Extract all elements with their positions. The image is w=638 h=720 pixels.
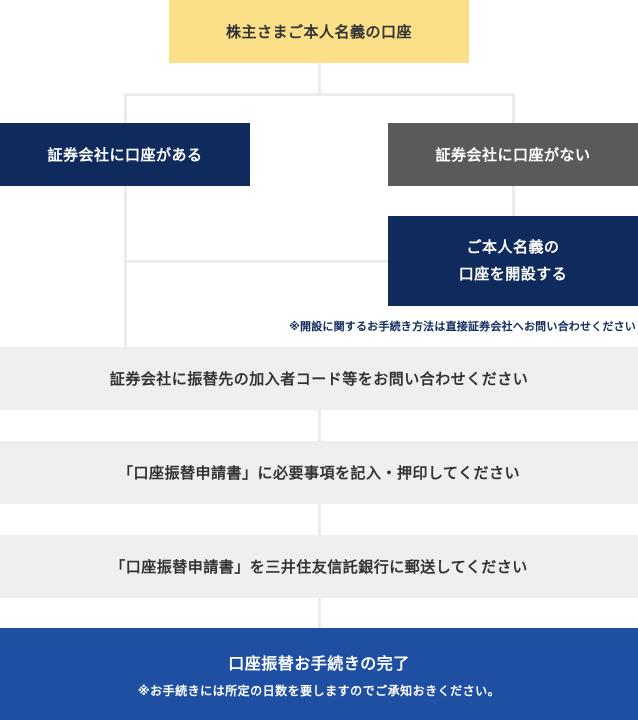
connector-left-long	[124, 186, 127, 347]
open-account-note: ※開設に関するお手続き方法は直接証券会社へお問い合わせください	[289, 320, 636, 333]
open-account-box: ご本人名義の 口座を開設する	[388, 216, 638, 306]
step-3: 「口座振替申請書」を三井住友信託銀行に郵送してください	[0, 535, 638, 598]
open-account-line2: 口座を開設する	[458, 265, 568, 283]
connector-top-vertical	[318, 63, 321, 93]
connector-step1-step2	[318, 410, 321, 441]
connector-open-return	[124, 260, 388, 263]
connector-right-to-open	[512, 186, 515, 216]
open-account-line1: ご本人名義の	[466, 238, 560, 256]
step-1: 証券会社に振替先の加入者コード等をお問い合わせください	[0, 347, 638, 410]
connector-step3-final	[318, 598, 321, 628]
connector-step2-step3	[318, 504, 321, 535]
final-note: ※お手続きには所定の日数を要しますのでご承知おきください。	[137, 683, 501, 698]
connector-right-drop	[512, 93, 515, 123]
start-box: 株主さまご本人名義の口座	[169, 0, 469, 63]
final-box: 口座振替お手続きの完了 ※お手続きには所定の日数を要しますのでご承知おきください…	[0, 628, 638, 720]
branch-no-account: 証券会社に口座がない	[388, 123, 638, 186]
step-2: 「口座振替申請書」に必要事項を記入・押印してください	[0, 441, 638, 504]
branch-has-account: 証券会社に口座がある	[0, 123, 250, 186]
connector-left-drop	[124, 93, 127, 123]
connector-branch-horizontal	[124, 93, 515, 96]
final-title: 口座振替お手続きの完了	[228, 653, 410, 673]
